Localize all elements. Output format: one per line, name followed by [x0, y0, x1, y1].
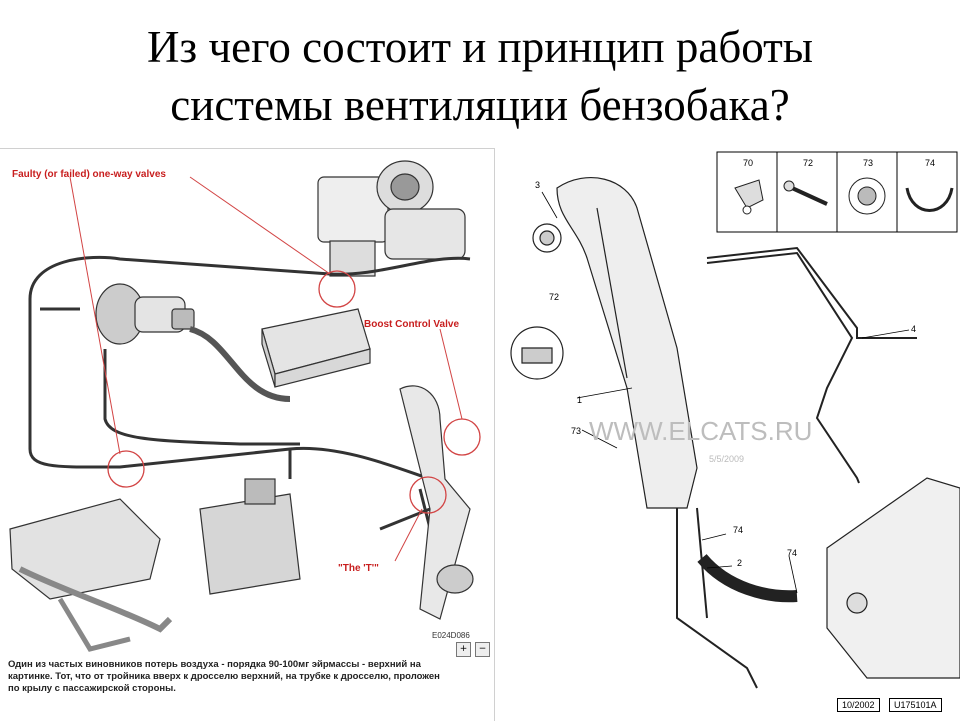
zoom-in-icon[interactable]: +: [456, 642, 471, 657]
part-4: 4: [911, 324, 916, 334]
caption-line-3: по крылу с пассажирской стороны.: [8, 683, 176, 694]
part-70: 70: [743, 158, 753, 168]
fuel-filler-drawing: 70 72 73 74: [510, 151, 960, 689]
callout-faulty-valves: Faulty (or failed) one-way valves: [12, 169, 166, 180]
left-diagram: Faulty (or failed) one-way valves Boost …: [0, 148, 495, 721]
figure-caption: Один из частых виновников потерь воздуха…: [8, 659, 488, 695]
callout-the-t: "The 'T'": [338, 563, 379, 574]
part-74b: 74: [733, 525, 743, 535]
boost-valve-drawing: [95, 283, 195, 345]
callout-boost-control-valve: Boost Control Valve: [364, 319, 459, 330]
part-74: 74: [925, 158, 935, 168]
zoom-controls: + −: [456, 642, 490, 657]
title-line-2: системы вентиляции бензобака?: [170, 80, 790, 130]
part-1: 1: [577, 395, 582, 405]
footer-date: 10/2002: [837, 698, 880, 712]
slide-title: Из чего состоит и принцип работы системы…: [40, 18, 920, 134]
caption-line-2: картинке. Тот, что от тройника вверх к д…: [8, 671, 440, 682]
throttle-body-drawing: [317, 160, 466, 277]
ecu-box-drawing: [261, 308, 371, 388]
watermark-date: 5/5/2009: [709, 454, 744, 464]
hose-2-drawing: [697, 553, 798, 603]
part-74c: 74: [787, 548, 797, 558]
part-leaders: [541, 191, 910, 594]
vacuum-hoses-drawing: Faulty (or failed) one-way valves Boost …: [9, 160, 481, 652]
legend-part-drawings: [734, 177, 954, 215]
fuel-tank-drawing: [9, 498, 173, 652]
part-72: 72: [803, 158, 813, 168]
caption-line-1: Один из частых виновников потерь воздуха…: [8, 659, 421, 670]
part-73: 73: [863, 158, 873, 168]
canister-drawing: [199, 478, 301, 595]
title-line-1: Из чего состоит и принцип работы: [146, 22, 814, 72]
tank-drawing: [826, 477, 960, 679]
zoom-out-icon[interactable]: −: [475, 642, 490, 657]
figure-code: E024D086: [432, 631, 470, 640]
part-73b: 73: [571, 426, 581, 436]
callout-leaders: [69, 176, 463, 562]
detail-magnifier: [510, 326, 564, 380]
intake-pipe-drawing: [399, 385, 474, 620]
part-3: 3: [535, 180, 540, 190]
filler-neck-drawing: [532, 177, 698, 509]
right-diagram: 70 72 73 74: [497, 148, 960, 720]
parts-legend: [716, 151, 958, 233]
part-2: 2: [737, 558, 742, 568]
footer-code: U175101A: [889, 698, 942, 712]
watermark: WWW.ELCATS.RU: [589, 416, 812, 446]
part-72b: 72: [549, 292, 559, 302]
